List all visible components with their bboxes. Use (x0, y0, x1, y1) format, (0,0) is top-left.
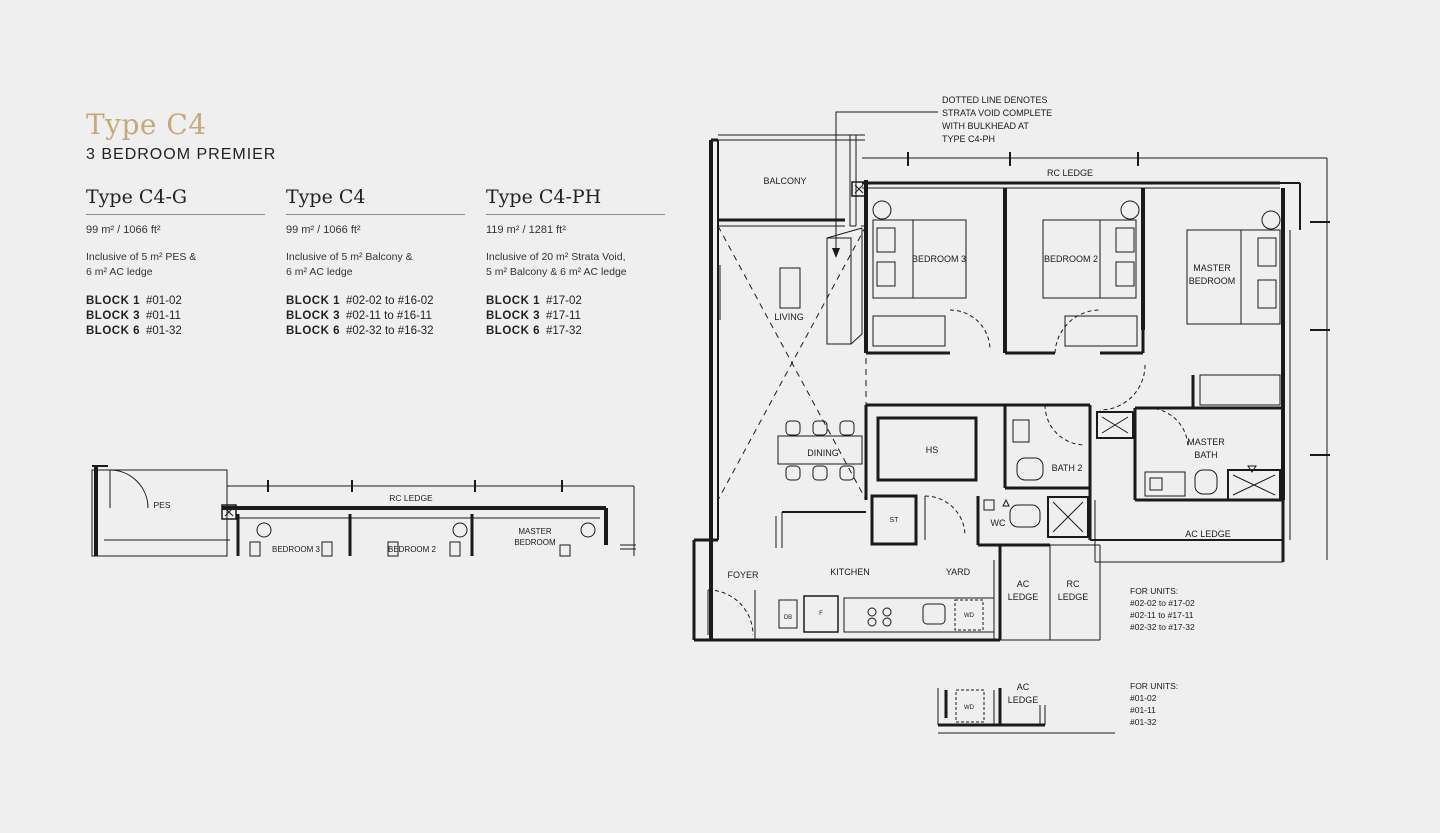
inset-label-ac-1: AC (1017, 682, 1030, 692)
block-row: BLOCK 6#01-32 (86, 325, 182, 337)
type-inclusive: Inclusive of 20 m² Strata Void, 5 m² Bal… (486, 251, 627, 278)
label-yard: YARD (946, 567, 971, 577)
main-floor-plan (692, 111, 1330, 642)
inset-plan (937, 688, 1115, 734)
label-ac-ledge-bottom-2: LEDGE (1008, 592, 1039, 602)
label-master-ground-2: BEDROOM (514, 538, 556, 547)
units-note2-line1: FOR UNITS: (1130, 681, 1178, 691)
label-bedroom3-ground: BEDROOM 3 (272, 545, 321, 554)
units-note2-line2: #01-02 (1130, 693, 1157, 703)
block-row: BLOCK 1#02-02 to #16-02 (286, 295, 434, 307)
label-hs: HS (926, 445, 939, 455)
label-wc: WC (991, 518, 1006, 528)
label-kitchen: KITCHEN (830, 567, 870, 577)
note-line-3: WITH BULKHEAD AT (942, 121, 1029, 131)
label-dining: DINING (807, 448, 839, 458)
type-inclusive: Inclusive of 5 m² Balcony & 6 m² AC ledg… (286, 251, 413, 278)
type-inclusive: Inclusive of 5 m² PES & 6 m² AC ledge (86, 251, 197, 278)
type-area: 119 m² / 1281 ft² (486, 224, 566, 236)
label-pes: PES (153, 500, 170, 510)
block-row: BLOCK 6#17-32 (486, 325, 582, 337)
label-wd: WD (964, 613, 975, 619)
type-name: Type C4-PH (486, 186, 665, 215)
type-c4ph-panel: Type C4-PH 119 m² / 1281 ft² Inclusive o… (486, 186, 665, 339)
label-rc-ledge-top: RC LEDGE (1047, 168, 1093, 178)
label-bedroom2-ground: BEDROOM 2 (388, 545, 437, 554)
type-c4g-panel: Type C4-G 99 m² / 1066 ft² Inclusive of … (86, 186, 265, 339)
label-rc-ledge-ground: RC LEDGE (389, 493, 433, 503)
units-note1-line2: #02-02 to #17-02 (1130, 598, 1195, 608)
label-st: ST (890, 517, 900, 524)
note-line-1: DOTTED LINE DENOTES (942, 95, 1048, 105)
block-row: BLOCK 6#02-32 to #16-32 (286, 325, 434, 337)
label-db: DB (784, 615, 792, 621)
label-bedroom3: BEDROOM 3 (912, 254, 966, 264)
label-bath2: BATH 2 (1052, 463, 1083, 473)
inset-label-ac-2: LEDGE (1008, 695, 1039, 705)
label-rc-ledge-bottom-2: LEDGE (1058, 592, 1089, 602)
label-master-bath-1: MASTER (1187, 437, 1225, 447)
units-note2-line4: #01-32 (1130, 717, 1157, 727)
label-rc-ledge-bottom-1: RC (1067, 579, 1080, 589)
label-balcony: BALCONY (763, 176, 806, 186)
ground-floor-plan (91, 465, 636, 557)
label-bedroom2: BEDROOM 2 (1044, 254, 1098, 264)
block-row: BLOCK 1#01-02 (86, 295, 182, 307)
page-subtitle: 3 BEDROOM PREMIER (86, 146, 277, 163)
label-master-bedroom-1: MASTER (1193, 263, 1231, 273)
units-note2-line3: #01-11 (1130, 705, 1156, 715)
label-master-bath-2: BATH (1194, 450, 1217, 460)
type-name: Type C4 (286, 186, 465, 215)
units-note1-line4: #02-32 to #17-32 (1130, 622, 1195, 632)
label-ac-ledge-bottom-1: AC (1017, 579, 1030, 589)
label-f: F (819, 611, 823, 617)
units-note1-line1: FOR UNITS: (1130, 586, 1178, 596)
note-line-2: STRATA VOID COMPLETE (942, 108, 1052, 118)
label-master-ground-1: MASTER (518, 527, 552, 536)
note-line-4: TYPE C4-PH (942, 134, 995, 144)
block-list: BLOCK 1#01-02 BLOCK 3#01-11 BLOCK 6#01-3… (86, 294, 265, 339)
label-master-bedroom-2: BEDROOM (1189, 276, 1236, 286)
type-name: Type C4-G (86, 186, 265, 215)
type-area: 99 m² / 1066 ft² (86, 224, 161, 236)
label-foyer: FOYER (727, 570, 759, 580)
label-ac-ledge-right: AC LEDGE (1185, 529, 1231, 539)
type-area: 99 m² / 1066 ft² (286, 224, 361, 236)
block-row: BLOCK 3#02-11 to #16-11 (286, 310, 432, 322)
block-row: BLOCK 1#17-02 (486, 295, 582, 307)
block-row: BLOCK 3#01-11 (86, 310, 181, 322)
page-title: Type C4 (86, 108, 207, 141)
inset-label-wd: WD (964, 705, 975, 711)
label-living: LIVING (774, 312, 804, 322)
type-c4-panel: Type C4 99 m² / 1066 ft² Inclusive of 5 … (286, 186, 465, 339)
units-note1-line3: #02-11 to #17-11 (1130, 610, 1194, 620)
block-list: BLOCK 1#02-02 to #16-02 BLOCK 3#02-11 to… (286, 294, 465, 339)
block-list: BLOCK 1#17-02 BLOCK 3#17-11 BLOCK 6#17-3… (486, 294, 665, 339)
block-row: BLOCK 3#17-11 (486, 310, 581, 322)
